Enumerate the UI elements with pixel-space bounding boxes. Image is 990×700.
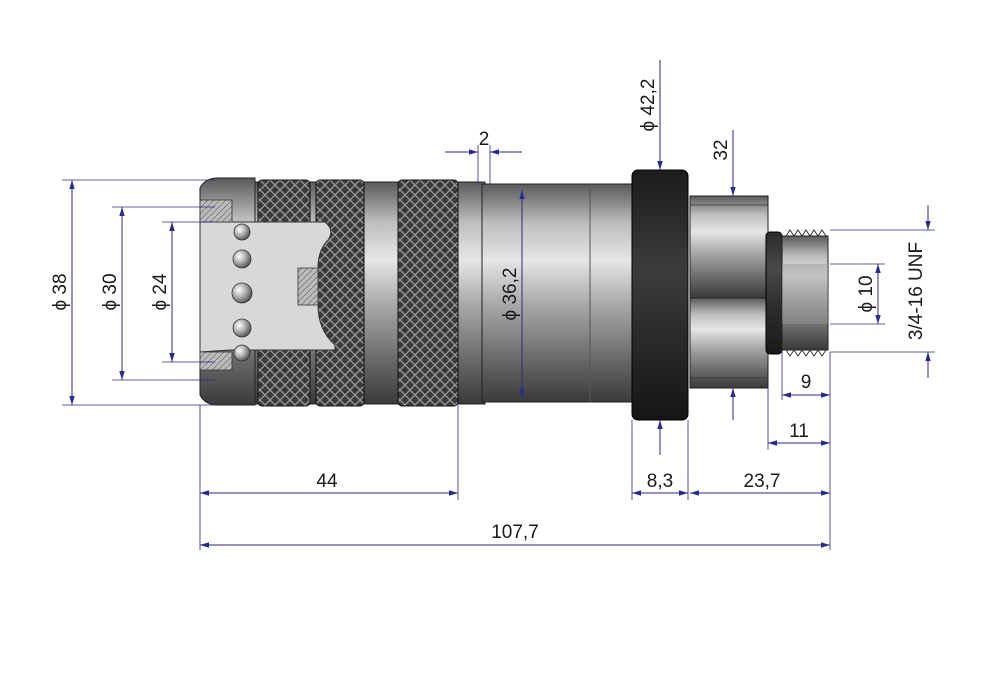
- locking-ball: [233, 223, 251, 241]
- dim-label-w32: 32: [711, 139, 732, 160]
- dim-label-d30: ϕ 30: [100, 273, 121, 310]
- threaded-stem: [781, 235, 829, 351]
- thread-flanks: [785, 229, 827, 357]
- locking-ball: [231, 282, 253, 304]
- hex-nut-chamfer: [690, 204, 768, 379]
- locking-ball: [232, 249, 252, 269]
- dim-label-w9: 9: [801, 372, 812, 393]
- coupling-main-body: [481, 183, 633, 403]
- coupling-body: [199, 169, 829, 421]
- hex-nut-top: [689, 195, 769, 299]
- dim-label-w23-7: 23,7: [744, 471, 781, 492]
- dim-label-thread: 3/4-16 UNF: [906, 242, 927, 340]
- dim-label-w107-7: 107,7: [491, 522, 539, 543]
- dim-label-d24: ϕ 24: [150, 273, 171, 310]
- dim-label-d42-2: ϕ 42,2: [638, 79, 659, 132]
- section-hatch-top: [199, 199, 233, 223]
- knurl-band-3: [397, 179, 459, 407]
- dim-label-w2: 2: [479, 129, 490, 150]
- locking-balls: [231, 223, 253, 362]
- rubber-ring: [631, 169, 689, 421]
- dim-label-d36-2: ϕ 36,2: [500, 268, 521, 321]
- dim-label-w44: 44: [316, 471, 338, 492]
- dimension-labels: ϕ 38 ϕ 30 ϕ 24 ϕ 36,2 ϕ 42,2 32 2 3/4-16…: [50, 79, 927, 543]
- knurl-band-2: [315, 179, 365, 407]
- section-hatch-bottom: [199, 351, 233, 371]
- thread-collar: [765, 231, 783, 355]
- extension-lines: [62, 145, 935, 550]
- dim-label-w8-3: 8,3: [647, 471, 673, 492]
- dim-label-d38: ϕ 38: [50, 273, 71, 310]
- dimension-lines: [69, 60, 931, 548]
- locking-ball: [232, 318, 252, 338]
- locking-ball: [233, 344, 251, 362]
- hex-nut-bottom: [689, 297, 769, 389]
- section-hatch-mid: [297, 267, 319, 306]
- stem-bore: [782, 264, 828, 324]
- dim-label-w11: 11: [789, 421, 809, 442]
- dim-label-d10: ϕ 10: [856, 275, 877, 312]
